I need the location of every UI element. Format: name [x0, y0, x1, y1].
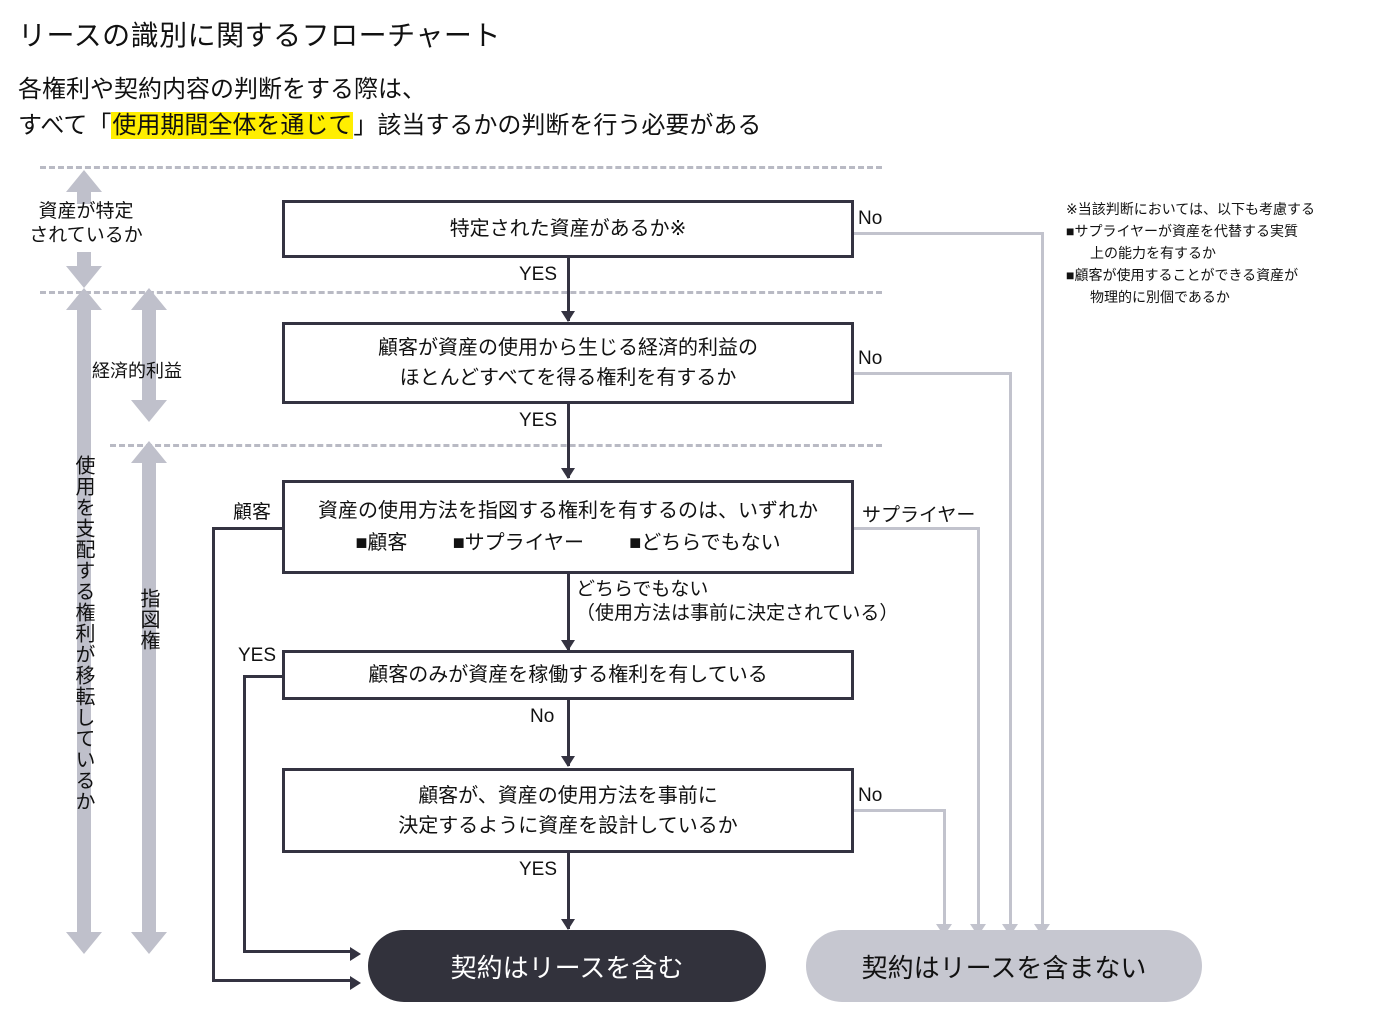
edge-label-q3-neither-line-1: どちらでもない [576, 579, 709, 600]
connector-q4-yes-arrow-icon [350, 947, 361, 961]
note-bullet-1-line-1: ■サプライヤーが資産を代替する実質 [1066, 223, 1299, 239]
decision-box-q5-line-1: 顧客が、資産の使用方法を事前に [418, 784, 718, 807]
decision-box-q2-line-2: ほとんどすべてを得る権利を有するか [399, 367, 737, 389]
decision-box-q5-line-2: 決定するように資産を設計しているか [398, 814, 738, 837]
rail-shaft [142, 461, 156, 932]
note-heading: ※当該判断においては、以下も考慮する [1066, 201, 1316, 217]
edge-label-q4-no: No [530, 706, 555, 727]
edge-label-q1-yes: YES [519, 264, 558, 285]
connector-q5-yes-arrow-icon [561, 919, 575, 930]
edge-label-q3-supplier: サプライヤー [862, 505, 976, 526]
edge-label-q2-no: No [858, 348, 883, 369]
rail-arrowhead-up-icon [66, 170, 102, 192]
rail-label-line-1: 資産が特定 [38, 201, 134, 222]
rail-arrowhead-down-icon [66, 932, 102, 954]
edge-label-q3-neither: どちらでもない （使用方法は事前に決定されている） [576, 578, 898, 626]
connector-q3-neither-arrow-icon [561, 640, 575, 651]
connector-q1-no-h [854, 232, 1044, 235]
page-title: リースの識別に関するフローチャート [18, 20, 501, 51]
decision-box-q3[interactable]: 資産の使用方法を指図する権利を有するのは、いずれか ■顧客 ■サプライヤー ■ど… [282, 480, 854, 574]
rail-label-control-right: 使用を支配する権利が移転しているか [72, 455, 94, 812]
rail-arrowhead-up-icon [131, 441, 167, 463]
rail-label-economic-benefit: 経済的利益 [92, 361, 182, 381]
result-lease-not-included[interactable]: 契約はリースを含まない [806, 930, 1202, 1002]
edge-label-q2-yes: YES [519, 410, 558, 431]
decision-box-q3-options: ■顧客 ■サプライヤー ■どちらでもない [285, 528, 851, 558]
connector-q3-supplier-v [977, 527, 980, 926]
decision-box-q5-text: 顧客が、資産の使用方法を事前に 決定するように資産を設計しているか [285, 781, 851, 841]
decision-box-q2-text: 顧客が資産の使用から生じる経済的利益の ほとんどすべてを得る権利を有するか [285, 333, 851, 393]
connector-q3-customer-h2 [212, 979, 352, 982]
rail-label-line-2: されているか [29, 225, 143, 246]
rail-arrowhead-down-icon [131, 400, 167, 422]
rail-shaft [77, 190, 91, 204]
connector-q3-neither [567, 574, 570, 650]
connector-q2-yes-arrow-icon [561, 468, 575, 479]
connector-q3-customer-v [212, 527, 215, 982]
connector-q2-no-v [1009, 372, 1012, 926]
subtitle-line-2: すべて「使用期間全体を通じて」該当するかの判断を行う必要がある [18, 108, 761, 144]
rail-arrowhead-down-icon [131, 932, 167, 954]
dashed-separator-top [40, 166, 882, 169]
connector-q5-no-h [854, 809, 946, 812]
connector-q1-yes-arrow-icon [561, 311, 575, 322]
decision-box-q5[interactable]: 顧客が、資産の使用方法を事前に 決定するように資産を設計しているか [282, 768, 854, 853]
edge-label-q5-no: No [858, 785, 883, 806]
page-subtitle: 各権利や契約内容の判断をする際は、 すべて「使用期間全体を通じて」該当するかの判… [18, 72, 761, 144]
rail-shaft [77, 252, 91, 268]
connector-q3-supplier-h [854, 527, 980, 530]
note-bullet-2-line-2: 物理的に別個であるか [1090, 289, 1230, 305]
decision-box-q3-option-2[interactable]: ■サプライヤー [452, 532, 585, 554]
decision-box-q3-option-1[interactable]: ■顧客 [355, 532, 408, 554]
decision-box-q4-text: 顧客のみが資産を稼働する権利を有している [368, 664, 768, 686]
subtitle-prefix: すべて「 [18, 112, 112, 139]
decision-box-q1[interactable]: 特定された資産があるか※ [282, 200, 854, 258]
edge-label-q4-yes: YES [238, 645, 277, 666]
rail-arrowhead-up-icon [131, 288, 167, 310]
side-note: ※当該判断においては、以下も考慮する ■サプライヤーが資産を代替する実質 上の能… [1066, 198, 1376, 308]
connector-q3-customer-arrow-icon [350, 976, 361, 990]
result-lease-included-label: 契約はリースを含む [450, 952, 684, 983]
dashed-separator-lower [110, 444, 882, 447]
decision-box-q2[interactable]: 顧客が資産の使用から生じる経済的利益の ほとんどすべてを得る権利を有するか [282, 322, 854, 404]
connector-q5-yes [567, 853, 570, 929]
decision-box-q3-text: 資産の使用方法を指図する権利を有するのは、いずれか ■顧客 ■サプライヤー ■ど… [285, 496, 851, 558]
connector-q4-no [567, 700, 570, 766]
rail-label-direction-right: 指図権 [137, 588, 159, 651]
connector-q4-yes-h2 [243, 950, 352, 953]
rail-label-asset-identified: 資産が特定 されているか [16, 200, 156, 248]
subtitle-suffix: 」該当するかの判断を行う必要がある [353, 112, 762, 139]
decision-box-q3-line-1: 資産の使用方法を指図する権利を有するのは、いずれか [318, 500, 818, 522]
edge-label-q3-customer: 顧客 [233, 502, 272, 523]
result-lease-included[interactable]: 契約はリースを含む [368, 930, 766, 1002]
connector-q2-yes [567, 404, 570, 478]
subtitle-highlight: 使用期間全体を通じて [111, 112, 354, 139]
decision-box-q2-line-1: 顧客が資産の使用から生じる経済的利益の [378, 337, 758, 359]
connector-q2-no-h [854, 372, 1012, 375]
connector-q3-customer-h1 [212, 527, 285, 530]
note-bullet-1-line-2: 上の能力を有するか [1090, 245, 1216, 261]
decision-box-q1-text: 特定された資産があるか※ [449, 218, 687, 240]
rail-arrowhead-down-icon [66, 266, 102, 288]
connector-q5-no-v [943, 809, 946, 926]
note-bullet-2-line-1: ■顧客が使用することができる資産が [1066, 267, 1299, 283]
connector-q1-yes [567, 258, 570, 321]
edge-label-q1-no: No [858, 208, 883, 229]
decision-box-q3-option-3[interactable]: ■どちらでもない [629, 532, 781, 554]
rail-arrowhead-up-icon [66, 288, 102, 310]
connector-q4-yes-v [243, 675, 246, 953]
subtitle-line-1: 各権利や契約内容の判断をする際は、 [18, 76, 426, 103]
edge-label-q3-neither-line-2: （使用方法は事前に決定されている） [576, 603, 899, 624]
dashed-separator-middle [40, 291, 882, 294]
connector-q1-no-v [1041, 232, 1044, 926]
edge-label-q5-yes: YES [519, 859, 558, 880]
connector-q4-no-arrow-icon [561, 756, 575, 767]
connector-q4-yes-h1 [243, 675, 285, 678]
result-lease-not-included-label: 契約はリースを含まない [861, 952, 1147, 983]
rail-shaft [142, 308, 156, 400]
decision-box-q4[interactable]: 顧客のみが資産を稼働する権利を有している [282, 650, 854, 700]
rail-shaft [77, 308, 91, 932]
